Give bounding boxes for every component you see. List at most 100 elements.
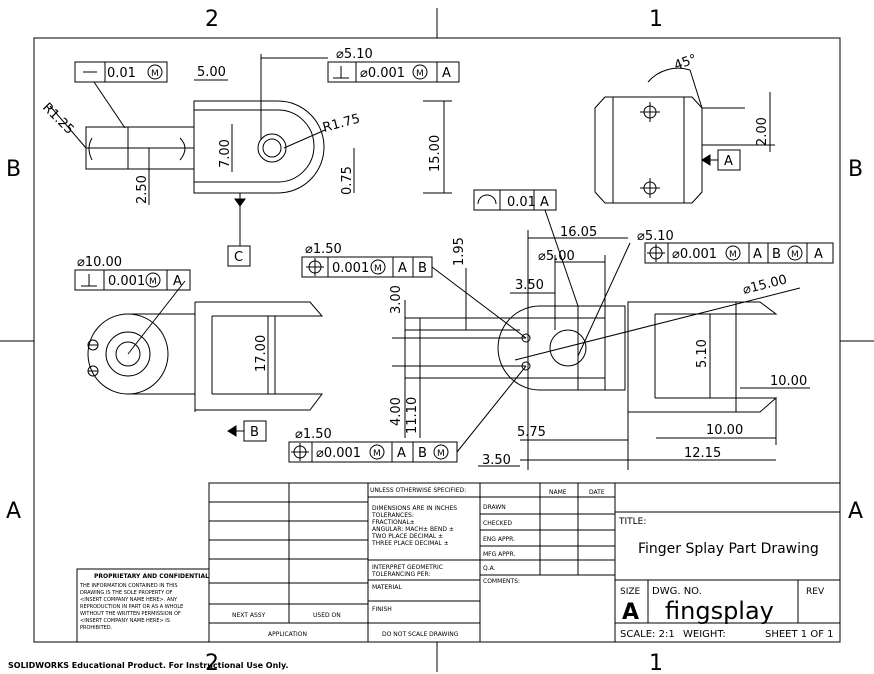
- zone-left-upper: B: [6, 157, 21, 182]
- front-dia-1500: ⌀15.00: [741, 272, 788, 297]
- tb-comments: COMMENTS:: [483, 578, 520, 585]
- front-dia-150-top: ⌀1.50: [305, 242, 342, 257]
- zone-right-lower: A: [848, 499, 863, 524]
- tb-title: Finger Splay Part Drawing: [638, 541, 819, 557]
- tb-unless: UNLESS OTHERWISE SPECIFIED:: [370, 487, 466, 494]
- front-fcf-profile-symbol: 0.01: [507, 195, 536, 210]
- tb-finish: FINISH: [372, 606, 392, 613]
- front-fcf-top-mod: M: [374, 264, 382, 274]
- tb-prop-5: <INSERT COMPANY NAME HERE> IS: [80, 618, 170, 624]
- zone-bottom-right: 1: [649, 651, 663, 674]
- front-dim-1605: 16.05: [560, 225, 597, 240]
- tb-date: DATE: [589, 489, 605, 496]
- front-view: [288, 189, 834, 470]
- tb-prop-4: WITHOUT THE WRITTEN PERMISSION OF: [80, 611, 181, 617]
- front-fcf-bot-mod: M: [373, 449, 381, 459]
- front-dim-510: 5.10: [695, 339, 710, 368]
- datum-b: B: [250, 425, 259, 440]
- top-fcf-flat-mod: M: [151, 69, 159, 79]
- tb-size-label: SIZE: [620, 587, 641, 597]
- front-fcf-bot-d1: A: [397, 446, 406, 461]
- top-dia-hole: ⌀5.10: [336, 47, 373, 62]
- tb-dims-2: FRACTIONAL±: [372, 519, 415, 526]
- front-dim-1110: 11.10: [405, 397, 420, 434]
- zone-top-right: 1: [649, 7, 663, 32]
- tb-weight: WEIGHT:: [683, 629, 726, 640]
- front-dim-300: 3.00: [389, 285, 404, 314]
- end-dim-200: 2.00: [755, 117, 770, 146]
- front-fcf-profile-datum: A: [540, 195, 549, 210]
- front-fcf-top-d1: A: [398, 261, 407, 276]
- title-block: [76, 482, 841, 643]
- top-fcf-perp-datum: A: [442, 66, 451, 81]
- end-view: [594, 67, 775, 204]
- side-fcf-tol: 0.001: [108, 274, 145, 289]
- top-fcf-perp-tol: ⌀0.001: [360, 66, 405, 81]
- tb-rev-label: REV: [806, 587, 825, 597]
- front-dim-575: 5.75: [517, 425, 546, 440]
- tb-prop-1: DRAWING IS THE SOLE PROPERTY OF: [80, 590, 173, 596]
- top-fcf-flat-tol: 0.01: [107, 66, 136, 81]
- tb-dims-4: TWO PLACE DECIMAL ±: [371, 533, 443, 540]
- tb-prop-3: REPRODUCTION IN PART OR AS A WHOLE: [80, 604, 183, 610]
- side-dim-1700: 17.00: [254, 335, 269, 372]
- top-dim-500: 5.00: [197, 65, 226, 80]
- tb-application: APPLICATION: [268, 631, 307, 638]
- educational-footer: SOLIDWORKS Educational Product. For Inst…: [8, 661, 289, 670]
- front-dim-195: 1.95: [452, 237, 467, 266]
- tb-title-label: TITLE:: [618, 517, 646, 527]
- top-view: [49, 54, 460, 267]
- front-fcf-bot-d2mod: M: [437, 449, 445, 459]
- datum-c: C: [234, 250, 243, 265]
- tb-qa: Q.A.: [483, 565, 496, 572]
- top-fcf-perp-mod: M: [416, 69, 424, 79]
- tb-material: MATERIAL: [372, 584, 402, 591]
- front-dim-400: 4.00: [389, 397, 404, 426]
- tb-prop-6: PROHIBITED.: [80, 625, 113, 631]
- front-fcf-510-mod: M: [729, 250, 737, 260]
- front-fcf-510-tol: ⌀0.001: [672, 247, 717, 262]
- side-fcf-datum: A: [173, 274, 182, 289]
- front-fcf-top-d2: B: [418, 261, 427, 276]
- zone-top-left: 2: [205, 7, 219, 32]
- tb-checked: CHECKED: [483, 520, 512, 527]
- tb-interpret-1: TOLERANCING PER:: [371, 571, 430, 578]
- front-fcf-510-d2: B: [772, 247, 781, 262]
- tb-scale: SCALE: 2:1: [620, 629, 675, 640]
- datum-a: A: [724, 154, 733, 169]
- side-fcf-mod: M: [149, 277, 157, 287]
- tb-dims-0: DIMENSIONS ARE IN INCHES: [372, 505, 457, 512]
- tb-used-on: USED ON: [313, 612, 341, 619]
- front-fcf-bot-d2: B: [418, 446, 427, 461]
- tb-dwg-no: fingsplay: [665, 597, 774, 625]
- top-dim-r125: R1.25: [39, 100, 76, 137]
- tb-eng-appr: ENG APPR.: [483, 536, 515, 543]
- front-dim-350-top: 3.50: [515, 278, 544, 293]
- front-dia-150-bot: ⌀1.50: [295, 427, 332, 442]
- tb-interpret-0: INTERPRET GEOMETRIC: [372, 564, 443, 571]
- side-view: [74, 269, 324, 442]
- top-dim-700: 7.00: [218, 139, 233, 168]
- zone-right-upper: B: [848, 157, 863, 182]
- tb-proprietary-title: PROPRIETARY AND CONFIDENTIAL: [94, 573, 209, 580]
- top-dim-075: 0.75: [340, 166, 355, 195]
- tb-do-not-scale: DO NOT SCALE DRAWING: [382, 631, 459, 638]
- tb-sheet: SHEET 1 OF 1: [765, 629, 834, 640]
- front-dim-1215: 12.15: [684, 446, 721, 461]
- tb-drawn: DRAWN: [483, 504, 506, 511]
- tb-prop-0: THE INFORMATION CONTAINED IN THIS: [79, 583, 178, 589]
- tb-name: NAME: [549, 489, 567, 496]
- front-dia-510: ⌀5.10: [637, 229, 674, 244]
- tb-prop-2: <INSERT COMPANY NAME HERE>. ANY: [80, 597, 178, 603]
- front-dim-1000b: 10.00: [706, 423, 743, 438]
- zone-bottom-left: 2: [205, 651, 219, 674]
- tb-next-assy: NEXT ASSY: [232, 612, 266, 619]
- end-dim-angle: 45°: [672, 52, 699, 74]
- front-dim-1000a: 10.00: [770, 374, 807, 389]
- front-fcf-510-d1: A: [753, 247, 762, 262]
- front-fcf-510-d3: A: [814, 247, 823, 262]
- front-fcf-bot-tol: ⌀0.001: [316, 446, 361, 461]
- tb-dims-5: THREE PLACE DECIMAL ±: [371, 540, 449, 547]
